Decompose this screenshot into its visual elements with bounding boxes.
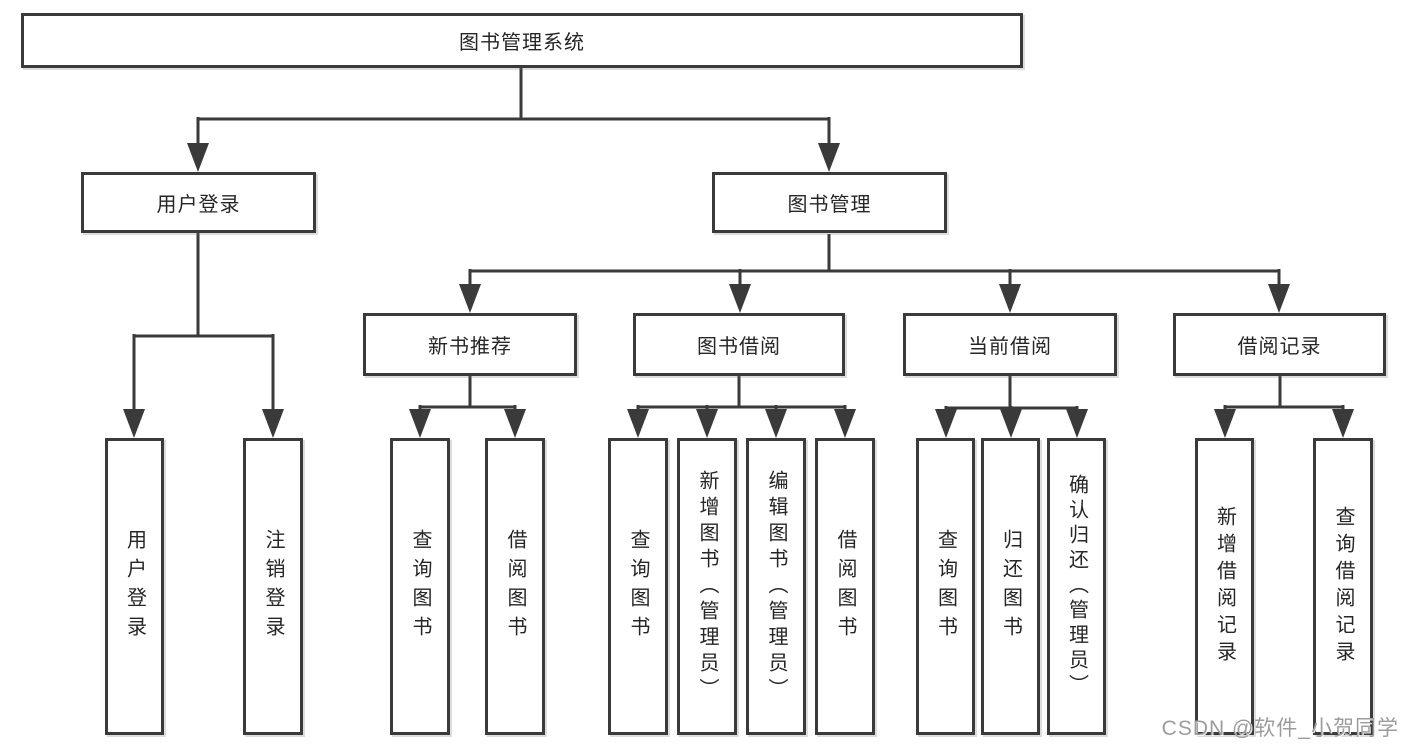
leaf-recommend-borrow-books: 借阅图书	[485, 438, 545, 735]
arrowhead-icon	[1000, 409, 1022, 438]
edge-currentborrow-to-leaves	[944, 376, 1079, 414]
edge-newbook-to-leaves	[418, 376, 517, 414]
watermark: CSDN @软件_小贺同学	[1161, 717, 1399, 740]
node-book-borrow: 图书借阅	[633, 313, 845, 376]
arrowhead-icon	[729, 284, 751, 313]
arrowhead-icon	[818, 143, 840, 172]
arrowhead-icon	[123, 409, 145, 438]
arrowhead-icon	[1066, 409, 1088, 438]
node-current-borrow: 当前借阅	[903, 313, 1117, 376]
edge-bookmgmt-to-level3	[468, 234, 1281, 288]
node-user-login: 用户登录	[81, 172, 316, 233]
arrowhead-icon	[187, 143, 209, 172]
leaf-add-borrow-record: 新增借阅记录	[1195, 438, 1254, 735]
edge-records-to-leaves	[1223, 376, 1345, 414]
leaf-user-login: 用户登录	[105, 438, 164, 735]
edge-bookborrow-to-leaves	[636, 376, 847, 414]
arrowhead-icon	[834, 409, 856, 438]
leaf-add-books-admin: 新增图书（管理员）	[677, 438, 737, 735]
edge-userlogin-to-leaves	[132, 233, 275, 412]
leaf-borrow-books: 借阅图书	[815, 438, 875, 735]
arrowhead-icon	[1214, 409, 1236, 438]
leaf-logout: 注销登录	[243, 438, 303, 735]
leaf-query-borrow-record: 查询借阅记录	[1313, 438, 1373, 735]
arrowhead-icon	[935, 409, 957, 438]
arrowhead-icon	[999, 284, 1021, 313]
arrowheads	[123, 143, 1354, 438]
leaf-current-query-books: 查询图书	[916, 438, 975, 735]
leaf-borrow-query-books: 查询图书	[608, 438, 668, 735]
arrowhead-icon	[504, 409, 526, 438]
leaf-edit-books-admin: 编辑图书（管理员）	[746, 438, 806, 735]
arrowhead-icon	[627, 409, 649, 438]
arrowhead-icon	[262, 409, 284, 438]
edge-root-to-level2	[196, 67, 831, 146]
arrowhead-icon	[765, 409, 787, 438]
node-borrow-records: 借阅记录	[1173, 313, 1386, 376]
leaf-recommend-query-books: 查询图书	[390, 438, 450, 735]
leaf-confirm-return-admin: 确认归还（管理员）	[1047, 438, 1106, 735]
arrowhead-icon	[409, 409, 431, 438]
leaf-return-books: 归还图书	[981, 438, 1040, 735]
node-root-library-system: 图书管理系统	[21, 13, 1023, 68]
node-book-management: 图书管理	[712, 172, 947, 233]
node-new-book-recommend: 新书推荐	[363, 313, 577, 376]
arrowhead-icon	[1268, 284, 1290, 313]
arrowhead-icon	[696, 409, 718, 438]
arrowhead-icon	[459, 284, 481, 313]
arrowhead-icon	[1332, 409, 1354, 438]
